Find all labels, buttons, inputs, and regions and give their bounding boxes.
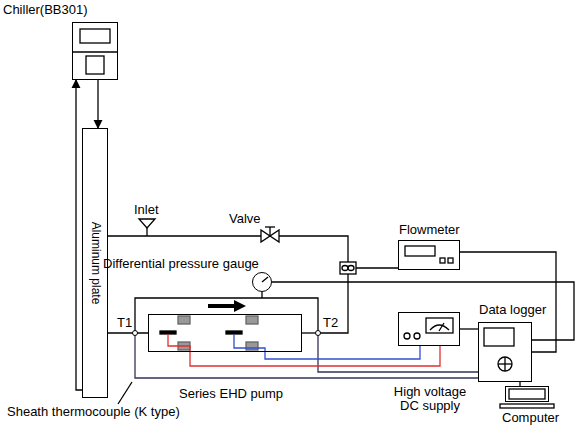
thermocouple-label: Sheath thermocouple (K type) <box>6 405 181 419</box>
node-label: Differential pressure gauge <box>103 257 259 271</box>
coolant-pipe <box>318 274 348 333</box>
hv-wire <box>190 346 440 366</box>
node-label: Chiller(BB301) <box>3 3 88 17</box>
inlet-stem <box>146 228 147 236</box>
sensor-cable <box>356 267 398 268</box>
node-label: Aluminum plate <box>88 222 101 305</box>
chiller-unit: Chiller(BB301) <box>72 22 118 80</box>
logger-dial-mark <box>504 357 505 371</box>
hv-terminal <box>414 333 420 339</box>
flow-arrow-head <box>234 300 246 312</box>
flowmeter-display: Flowmeter <box>398 240 460 270</box>
valve-label: Valve <box>228 212 262 226</box>
thermocouple-junction <box>133 331 138 336</box>
flow-sensor <box>340 262 356 274</box>
thermocouple-junction <box>316 331 321 336</box>
node-label: Data logger <box>479 303 546 317</box>
computer-screen <box>509 389 545 399</box>
hv-needle <box>439 323 444 331</box>
signal-wire <box>460 252 556 352</box>
logger-dial <box>498 357 512 371</box>
leader-line <box>118 382 132 404</box>
inlet-label: Inlet <box>133 203 160 217</box>
inner-wire <box>234 334 265 352</box>
hv-meter <box>426 318 453 333</box>
hv-dc-supply: High voltage DC supply <box>398 312 460 346</box>
inner-wire <box>168 334 190 352</box>
electrode-block <box>246 316 258 324</box>
hv-terminal <box>404 333 410 339</box>
flowmeter-button <box>448 258 453 263</box>
valve-stem <box>269 227 270 236</box>
chiller-door <box>86 56 104 74</box>
flowmeter-screen <box>405 246 435 256</box>
node-label: High voltage DC supply <box>387 385 473 414</box>
computer-keyboard <box>500 404 554 408</box>
valve-handle <box>265 226 275 227</box>
logger-screen <box>484 328 514 346</box>
node-label: Computer <box>502 411 559 425</box>
pressure-tap-line <box>135 298 318 333</box>
gauge-needle <box>262 277 268 282</box>
electrode-plate <box>226 331 242 334</box>
node-label: Series EHD pump <box>179 387 283 401</box>
ehd-pump: Series EHD pump <box>148 314 302 352</box>
gauge-stem <box>261 292 262 298</box>
electrode-plate <box>160 331 176 334</box>
thermocouple-tag: T2 <box>322 316 339 330</box>
thermocouple-wire <box>135 333 478 378</box>
node-label: Flowmeter <box>399 223 460 237</box>
flow-arrow <box>208 304 236 308</box>
flowmeter-button <box>440 258 445 263</box>
coolant-pipe <box>97 80 98 128</box>
chiller-display <box>80 29 110 43</box>
flow-sensor-mark <box>348 266 354 271</box>
signal-wire <box>272 282 574 340</box>
computer-monitor: Computer <box>505 386 549 402</box>
inlet-funnel <box>139 219 155 228</box>
electrode-block <box>178 316 190 324</box>
electrode-block <box>246 342 258 350</box>
flow-sensor-mark <box>342 266 348 271</box>
signal-wire <box>460 328 478 329</box>
hv-wire <box>265 346 420 359</box>
thermocouple-tag: T1 <box>116 316 133 330</box>
data-logger: Data logger <box>478 322 532 382</box>
pressure-gauge: Differential pressure gauge <box>252 272 272 292</box>
coolant-pipe <box>108 332 148 333</box>
chiller-panel-line <box>72 51 118 52</box>
